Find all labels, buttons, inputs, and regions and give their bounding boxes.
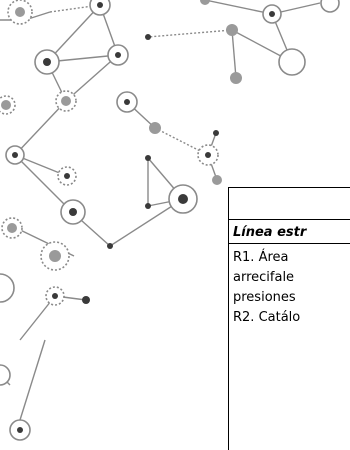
table-frame: Línea estr R1. Área arrecifale presiones… [228,187,350,450]
section-heading: Línea estr [233,225,307,240]
table-body-text: R1. Área arrecifale presiones R2. Catálo [233,248,300,328]
body-line: R2. Catálo [233,310,301,325]
table-header-row [229,188,350,220]
document-table: Línea estr R1. Área arrecifale presiones… [228,187,350,450]
body-line: arrecifale [233,270,295,285]
body-line: presiones [233,290,296,305]
body-line: R1. Área [233,250,289,265]
heading-divider [229,243,350,244]
